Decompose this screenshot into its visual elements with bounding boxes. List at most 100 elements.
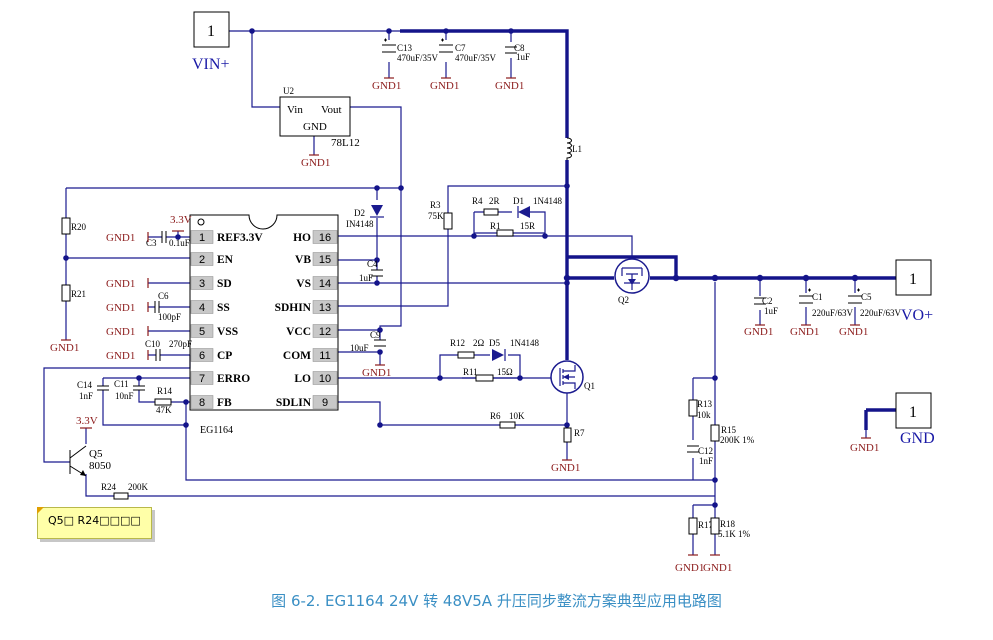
svg-text:1uF: 1uF: [516, 52, 530, 62]
svg-text:Q5: Q5: [89, 448, 103, 460]
svg-text:C13: C13: [397, 43, 413, 53]
diode-d1: D1 1N4148: [513, 196, 562, 218]
cap-c10: C10 270pF: [145, 339, 192, 361]
ground-label: GND1: [372, 80, 401, 92]
ground-label: GND1: [106, 350, 135, 362]
cap-c1: C1 220uF/63V: [799, 288, 854, 318]
cap-c4: C4 1uF: [359, 259, 383, 283]
resistor-r6: R6 10K: [490, 411, 525, 429]
svg-text:200K: 200K: [128, 482, 149, 492]
pin-name: SS: [217, 302, 230, 314]
connector-vout: 1 VO+: [895, 259, 933, 324]
svg-text:C5: C5: [861, 292, 872, 302]
transistor-q5: 3.3V Q5 8050: [69, 415, 112, 477]
ground-label: GND1: [430, 80, 459, 92]
svg-text:C2: C2: [762, 296, 773, 306]
rail-3v3-top: 3.3V: [170, 214, 192, 232]
chip-eg1164: EG1164: [189, 214, 339, 436]
resistor-r18: R18 5.1K 1%: [710, 517, 750, 539]
pin-name: CP: [217, 350, 232, 362]
ground-label: GND1: [301, 157, 330, 169]
connector-gnd-pin: 1: [909, 404, 917, 421]
note-corner-icon: [37, 507, 44, 514]
pin-box-right: [312, 348, 338, 362]
pin-box-left: [190, 300, 214, 314]
cap-c5: C5 220uF/63V: [848, 288, 902, 318]
svg-text:470uF/35V: 470uF/35V: [455, 53, 497, 63]
svg-text:1uF: 1uF: [359, 273, 373, 283]
u2-part: 78L12: [331, 137, 360, 149]
svg-text:220uF/63V: 220uF/63V: [812, 308, 854, 318]
svg-text:C7: C7: [455, 43, 466, 53]
pin-box-right: [312, 371, 338, 385]
pin-box-right: [312, 252, 338, 266]
svg-text:3.3V: 3.3V: [76, 415, 98, 427]
pin-number: 6: [199, 350, 205, 362]
cap-c14: C14 1nF: [77, 380, 109, 401]
ground-label: GND1: [675, 562, 704, 574]
pin-box-left: [190, 276, 214, 290]
svg-text:R24: R24: [101, 482, 117, 492]
svg-text:47K: 47K: [156, 405, 172, 415]
regulator-u2: U2 Vin Vout GND 78L12: [279, 86, 360, 149]
cap-c3: C3 0.1uF: [146, 231, 190, 248]
svg-text:200K 1%: 200K 1%: [720, 435, 755, 445]
u2-gnd: GND: [303, 121, 327, 133]
cap-c12: C12 1nF: [687, 445, 713, 466]
pin-box-right: [312, 230, 338, 244]
pin-name: VSS: [217, 326, 238, 338]
svg-text:R18: R18: [720, 519, 736, 529]
resistor-r11: R11 15Ω: [463, 367, 513, 382]
resistor-r21: R21: [61, 284, 86, 302]
svg-text:8050: 8050: [89, 460, 112, 472]
pin-number: 8: [199, 397, 205, 409]
svg-text:R13: R13: [697, 399, 713, 409]
pin-box-right: [312, 300, 338, 314]
ground-label: GND1: [106, 278, 135, 290]
svg-text:15Ω: 15Ω: [497, 367, 513, 377]
pin-box-right: [312, 276, 338, 290]
pin-number: 3: [199, 278, 205, 290]
pin-number: 12: [319, 326, 331, 338]
resistor-r1: R1 15R: [490, 221, 535, 237]
ground-label: GND1: [106, 232, 135, 244]
svg-text:0.1uF: 0.1uF: [169, 238, 190, 248]
ground-label: GND1: [106, 302, 135, 314]
svg-text:R12: R12: [450, 338, 465, 348]
svg-text:R6: R6: [490, 411, 501, 421]
cap-c6: C6 100pF: [154, 291, 181, 322]
svg-text:270pF: 270pF: [169, 339, 192, 349]
svg-text:L1: L1: [572, 144, 582, 154]
pin-name: HO: [293, 232, 311, 244]
u2-ref: U2: [283, 86, 294, 96]
svg-text:C14: C14: [77, 380, 93, 390]
svg-text:C12: C12: [698, 446, 713, 456]
resistor-r4: R4 2R: [472, 196, 500, 216]
pin-number: 13: [319, 302, 331, 314]
pin-name: ERRO: [217, 373, 250, 385]
resistor-r20: R20: [61, 217, 87, 235]
svg-text:R4: R4: [472, 196, 483, 206]
svg-text:R14: R14: [157, 386, 173, 396]
svg-text:2R: 2R: [489, 196, 500, 206]
resistor-r12: R12 2Ω: [450, 338, 485, 359]
svg-text:C3: C3: [146, 238, 157, 248]
svg-text:R11: R11: [463, 367, 478, 377]
u2-vin: Vin: [287, 104, 303, 116]
pin-box-right: [312, 395, 338, 409]
svg-text:R15: R15: [721, 425, 737, 435]
pin-number: 16: [319, 232, 331, 244]
svg-text:D2: D2: [354, 208, 365, 218]
pin-name: SDLIN: [276, 397, 312, 409]
svg-text:D1: D1: [513, 196, 524, 206]
resistor-r7: R7: [563, 427, 585, 443]
pin-name: SDHIN: [275, 302, 312, 314]
connector-vin: 1 VIN+: [192, 11, 230, 73]
svg-text:220uF/63V: 220uF/63V: [860, 308, 902, 318]
pin-number: 2: [199, 254, 205, 266]
svg-text:R17: R17: [698, 520, 714, 530]
cap-c8: C8 1uF: [505, 43, 530, 62]
pin-number: 7: [199, 373, 205, 385]
pin-name: REF3.3V: [217, 232, 263, 244]
